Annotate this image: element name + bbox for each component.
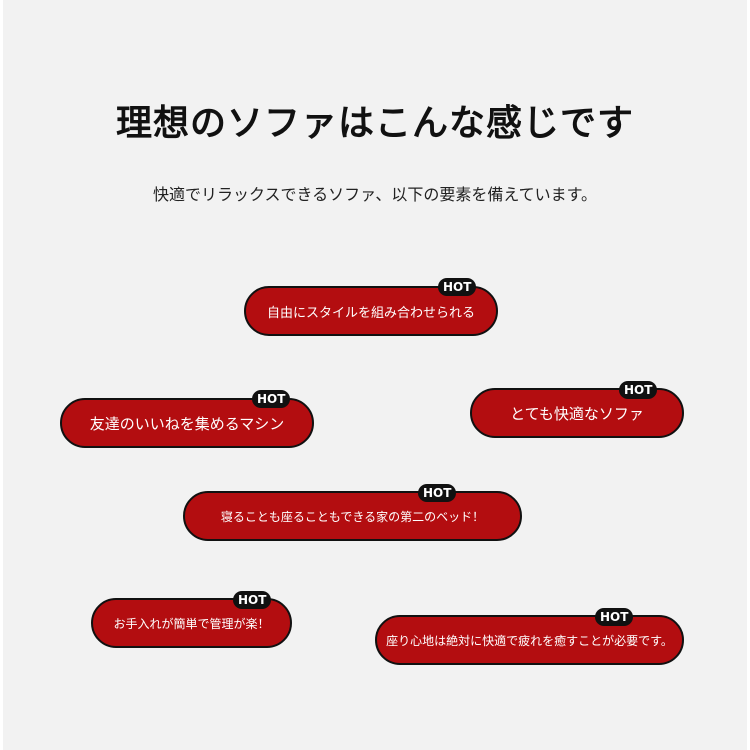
feature-label: 座り心地は絶対に快適で疲れを癒すことが必要です。 bbox=[386, 633, 673, 648]
page-subtitle: 快適でリラックスできるソファ、以下の要素を備えています。 bbox=[152, 185, 597, 204]
feature-label: 友達のいいねを集めるマシン bbox=[89, 414, 285, 433]
hot-badge: HOT bbox=[595, 608, 634, 626]
hot-badge: HOT bbox=[619, 381, 658, 399]
feature-tag[interactable]: 寝ることも座ることもできる家の第二のベッド！ bbox=[183, 491, 522, 541]
hot-badge: HOT bbox=[418, 484, 457, 502]
feature-label: とても快適なソファ bbox=[510, 404, 644, 423]
feature-label: お手入れが簡単で管理が楽！ bbox=[113, 616, 270, 631]
feature-tag[interactable]: 座り心地は絶対に快適で疲れを癒すことが必要です。 bbox=[375, 615, 684, 665]
hot-badge: HOT bbox=[438, 278, 477, 296]
feature-label: 自由にスタイルを組み合わせられる bbox=[266, 305, 475, 321]
feature-tag[interactable]: とても快適なソファ bbox=[470, 388, 684, 438]
hot-badge: HOT bbox=[252, 390, 291, 408]
feature-label: 寝ることも座ることもできる家の第二のベッド！ bbox=[220, 509, 485, 524]
page-title: 理想のソファはこんな感じです bbox=[115, 103, 634, 144]
hot-badge: HOT bbox=[233, 591, 272, 609]
